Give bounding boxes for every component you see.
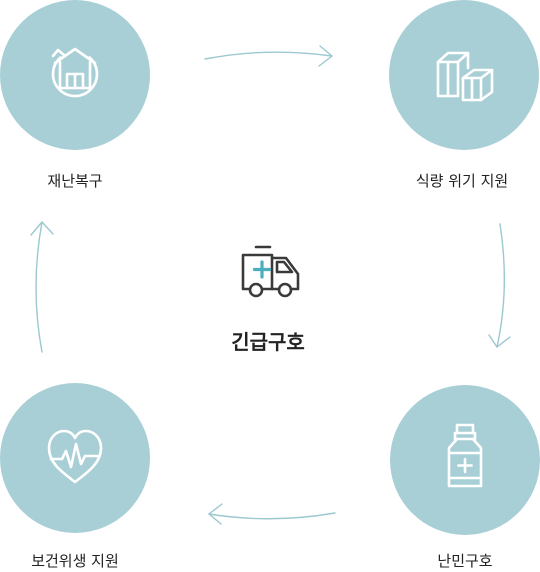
node-disaster-recovery: 재난복구	[0, 0, 150, 190]
center-label: 긴급구호	[231, 330, 305, 354]
node-food-crisis: 식량 위기 지원	[389, 0, 539, 190]
node-label: 난민구호	[437, 552, 492, 570]
center-emergency-relief: 긴급구호	[231, 245, 305, 354]
cycle-arrows	[30, 45, 511, 525]
node-label: 식량 위기 지원	[416, 172, 508, 190]
node-label: 보건위생 지원	[31, 552, 119, 570]
node-health-hygiene: 보건위생 지원	[0, 383, 150, 570]
medicine-bottle-icon	[447, 423, 483, 488]
arrow-right	[488, 223, 511, 348]
ambulance-icon	[241, 245, 300, 298]
heart-pulse-icon	[47, 429, 103, 484]
node-label: 재난복구	[47, 172, 102, 190]
arrow-left	[30, 221, 54, 353]
boxes-icon	[436, 51, 494, 102]
arrow-bottom	[208, 503, 336, 525]
node-refugee-relief: 난민구호	[390, 385, 540, 570]
home-recovery-icon	[51, 47, 99, 98]
node-circle	[389, 0, 539, 150]
node-circle	[0, 383, 150, 533]
arrow-top	[204, 45, 333, 67]
